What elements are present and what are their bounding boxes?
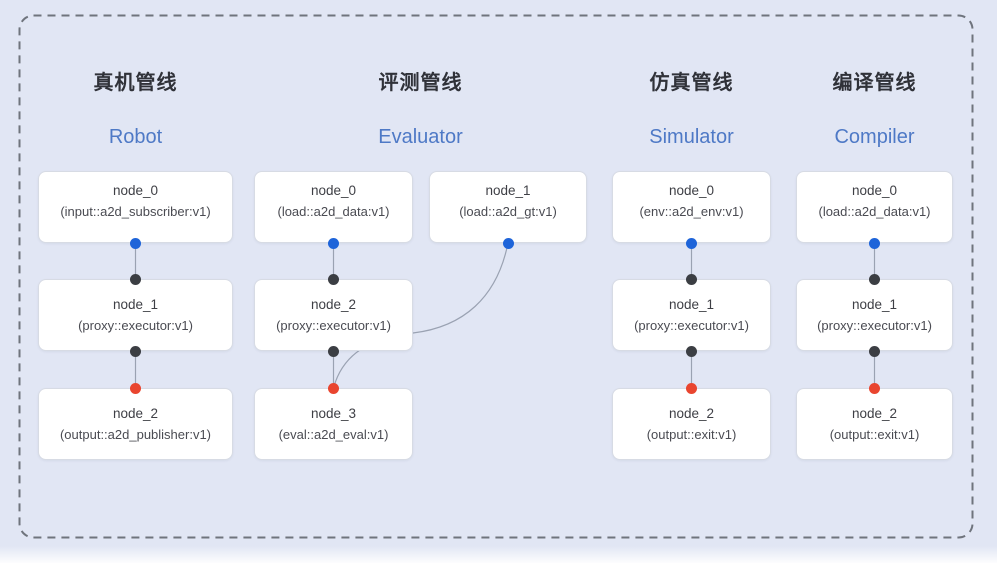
- node-compiler-0[interactable]: node_0 (load::a2d_data:v1): [796, 171, 953, 243]
- source-port-dot[interactable]: [686, 237, 697, 249]
- node-evaluator-0[interactable]: node_0 (load::a2d_data:v1): [254, 171, 413, 243]
- sink-port-dot[interactable]: [328, 382, 339, 394]
- node-name: node_2: [112, 405, 159, 421]
- proxy-port-dot[interactable]: [328, 273, 339, 285]
- pipeline-title-zh-robot: 真机管线: [93, 72, 178, 94]
- node-name: node_1: [668, 296, 715, 312]
- node-compiler-2[interactable]: node_2 (output::exit:v1): [796, 388, 953, 460]
- node-simulator-2[interactable]: node_2 (output::exit:v1): [612, 388, 771, 460]
- pipeline-title-zh-simulator: 仿真管线: [649, 72, 734, 94]
- proxy-port-dot[interactable]: [130, 345, 141, 357]
- node-name: node_3: [310, 405, 357, 421]
- proxy-port-dot[interactable]: [869, 345, 880, 357]
- node-name: node_1: [485, 182, 531, 198]
- node-name: node_2: [851, 405, 898, 421]
- node-type: (env::a2d_env:v1): [639, 203, 744, 219]
- sink-port-dot[interactable]: [869, 382, 880, 394]
- proxy-port-dot[interactable]: [686, 273, 697, 285]
- node-type: (output::a2d_publisher:v1): [59, 426, 212, 442]
- source-port-dot[interactable]: [328, 237, 339, 249]
- node-name: node_0: [668, 182, 715, 198]
- node-type: (proxy::executor:v1): [634, 317, 749, 333]
- source-port-dot[interactable]: [869, 237, 880, 249]
- node-evaluator-1[interactable]: node_1 (load::a2d_gt:v1): [429, 171, 587, 243]
- node-name: node_0: [310, 182, 357, 198]
- node-name: node_2: [310, 296, 357, 312]
- node-simulator-0[interactable]: node_0 (env::a2d_env:v1): [612, 171, 771, 243]
- pipeline-title-en-compiler: Compiler: [834, 126, 915, 148]
- node-compiler-1[interactable]: node_1 (proxy::executor:v1): [796, 279, 953, 351]
- node-type: (output::exit:v1): [829, 426, 920, 442]
- node-type: (proxy::executor:v1): [78, 317, 193, 333]
- proxy-port-dot[interactable]: [869, 273, 880, 285]
- node-name: node_0: [112, 182, 159, 198]
- source-port-dot[interactable]: [502, 237, 514, 249]
- node-type: (input::a2d_subscriber:v1): [60, 203, 211, 219]
- node-robot-2[interactable]: node_2 (output::a2d_publisher:v1): [38, 388, 233, 460]
- proxy-port-dot[interactable]: [686, 345, 697, 357]
- node-robot-1[interactable]: node_1 (proxy::executor:v1): [38, 279, 233, 351]
- node-type: (proxy::executor:v1): [817, 317, 932, 333]
- node-name: node_1: [112, 296, 159, 312]
- node-type: (load::a2d_data:v1): [277, 203, 390, 219]
- node-type: (load::a2d_data:v1): [818, 203, 931, 219]
- node-name: node_2: [668, 405, 715, 421]
- pipeline-title-zh-compiler: 编译管线: [832, 72, 917, 94]
- sink-port-dot[interactable]: [130, 382, 141, 394]
- node-name: node_1: [851, 296, 898, 312]
- edge-evaluator-n1-n3-curve: [332, 242, 509, 389]
- pipeline-title-zh-evaluator: 评测管线: [378, 72, 463, 94]
- node-simulator-1[interactable]: node_1 (proxy::executor:v1): [612, 279, 771, 351]
- node-type: (proxy::executor:v1): [276, 317, 391, 333]
- pipeline-title-en-robot: Robot: [108, 126, 163, 148]
- proxy-port-dot[interactable]: [130, 273, 141, 285]
- node-type: (eval::a2d_eval:v1): [278, 426, 389, 442]
- sink-port-dot[interactable]: [686, 382, 697, 394]
- node-name: node_0: [851, 182, 898, 198]
- pipeline-title-en-evaluator: Evaluator: [378, 126, 463, 148]
- node-robot-0[interactable]: node_0 (input::a2d_subscriber:v1): [38, 171, 233, 243]
- node-type: (output::exit:v1): [646, 426, 737, 442]
- source-port-dot[interactable]: [130, 237, 141, 249]
- dashed-frame-border: [18, 14, 974, 539]
- proxy-port-dot[interactable]: [328, 345, 339, 357]
- node-evaluator-3[interactable]: node_3 (eval::a2d_eval:v1): [254, 388, 413, 460]
- node-evaluator-2[interactable]: node_2 (proxy::executor:v1): [254, 279, 413, 351]
- pipeline-title-en-simulator: Simulator: [649, 126, 734, 148]
- node-type: (load::a2d_gt:v1): [459, 203, 557, 219]
